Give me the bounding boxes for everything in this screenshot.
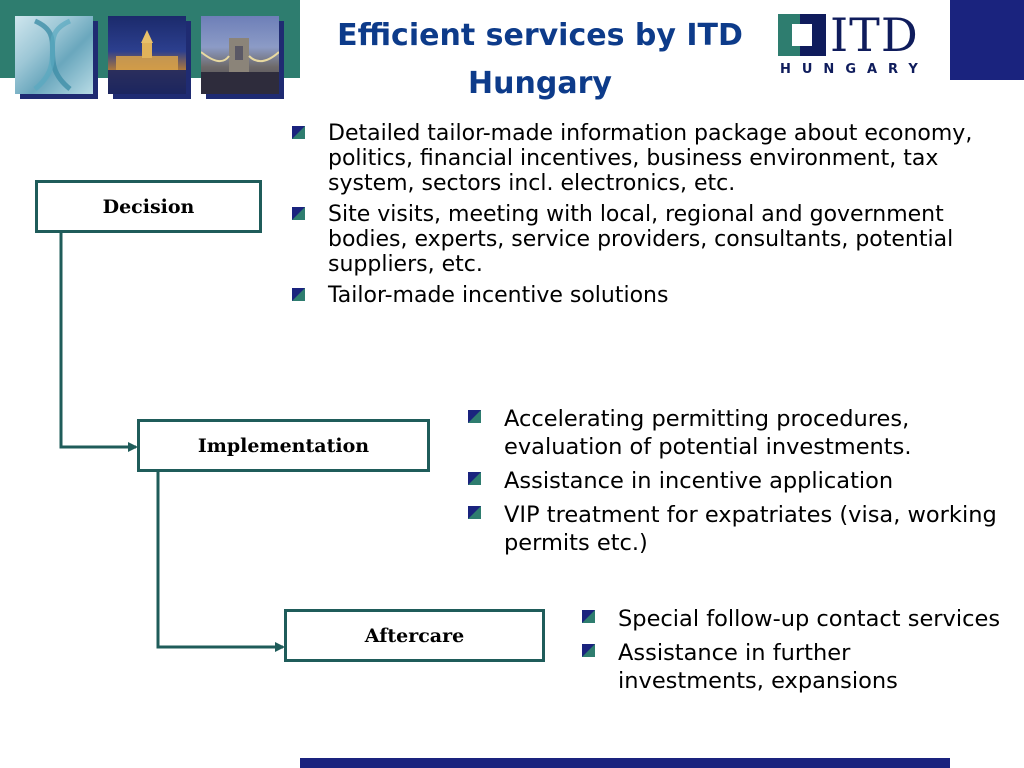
stage-decision-label: Decision xyxy=(102,195,195,218)
logo-wordmark: ITD xyxy=(830,8,919,62)
square-bullet-icon xyxy=(468,472,481,485)
decision-bullet-list: Detailed tailor-made information package… xyxy=(292,121,992,314)
stage-implementation-box: Implementation xyxy=(137,419,430,472)
title-line-1: Efficient services by ITD xyxy=(337,18,743,53)
square-bullet-icon xyxy=(468,410,481,423)
bullet-text: VIP treatment for expatriates (visa, wor… xyxy=(504,502,997,556)
connector-implementation-aftercare xyxy=(156,472,285,652)
list-item: Site visits, meeting with local, regiona… xyxy=(292,202,992,277)
parliament-building-icon xyxy=(108,30,186,94)
list-item: Assistance in incentive application xyxy=(468,467,1024,495)
square-bullet-icon xyxy=(468,506,481,519)
list-item: Special follow-up contact services xyxy=(582,605,1002,633)
list-item: Assistance in further investments, expan… xyxy=(582,639,1002,695)
square-bullet-icon xyxy=(582,644,595,657)
bullet-text: Tailor-made incentive solutions xyxy=(328,283,669,308)
footer-bar xyxy=(300,758,950,768)
chain-bridge-photo xyxy=(201,16,279,94)
implementation-bullet-list: Accelerating permitting procedures, eval… xyxy=(468,405,1024,563)
bullet-text: Accelerating permitting procedures, eval… xyxy=(504,406,912,460)
corner-accent-block xyxy=(950,0,1024,80)
itd-logo-mark-icon xyxy=(778,14,826,56)
bullet-text: Special follow-up contact services xyxy=(618,606,1001,632)
stage-aftercare-label: Aftercare xyxy=(364,624,465,647)
list-item: Tailor-made incentive solutions xyxy=(292,283,992,308)
aftercare-bullet-list: Special follow-up contact services Assis… xyxy=(582,605,1002,701)
title-line-2: Hungary xyxy=(468,66,612,101)
stage-decision-box: Decision xyxy=(35,180,262,233)
bullet-text: Assistance in incentive application xyxy=(504,468,894,494)
stage-aftercare-box: Aftercare xyxy=(284,609,545,662)
square-bullet-icon xyxy=(292,288,305,301)
list-item: VIP treatment for expatriates (visa, wor… xyxy=(468,501,1024,557)
parliament-photo xyxy=(108,16,186,94)
bullet-text: Detailed tailor-made information package… xyxy=(328,121,973,196)
page-title: Efficient services by ITD Hungary xyxy=(300,12,780,108)
dna-helix-icon xyxy=(33,18,72,91)
square-bullet-icon xyxy=(582,610,595,623)
connector-decision-implementation xyxy=(59,233,138,452)
bullet-text: Site visits, meeting with local, regiona… xyxy=(328,202,954,277)
list-item: Detailed tailor-made information package… xyxy=(292,121,992,196)
stage-implementation-label: Implementation xyxy=(197,434,370,457)
list-item: Accelerating permitting procedures, eval… xyxy=(468,405,1024,461)
dna-photo xyxy=(15,16,93,94)
logo-subtitle: HUNGARY xyxy=(780,62,929,77)
bridge-icon xyxy=(201,38,279,94)
square-bullet-icon xyxy=(292,207,305,220)
itd-hungary-logo: ITD HUNGARY xyxy=(778,8,944,80)
bullet-text: Assistance in further investments, expan… xyxy=(618,640,898,694)
square-bullet-icon xyxy=(292,126,305,139)
